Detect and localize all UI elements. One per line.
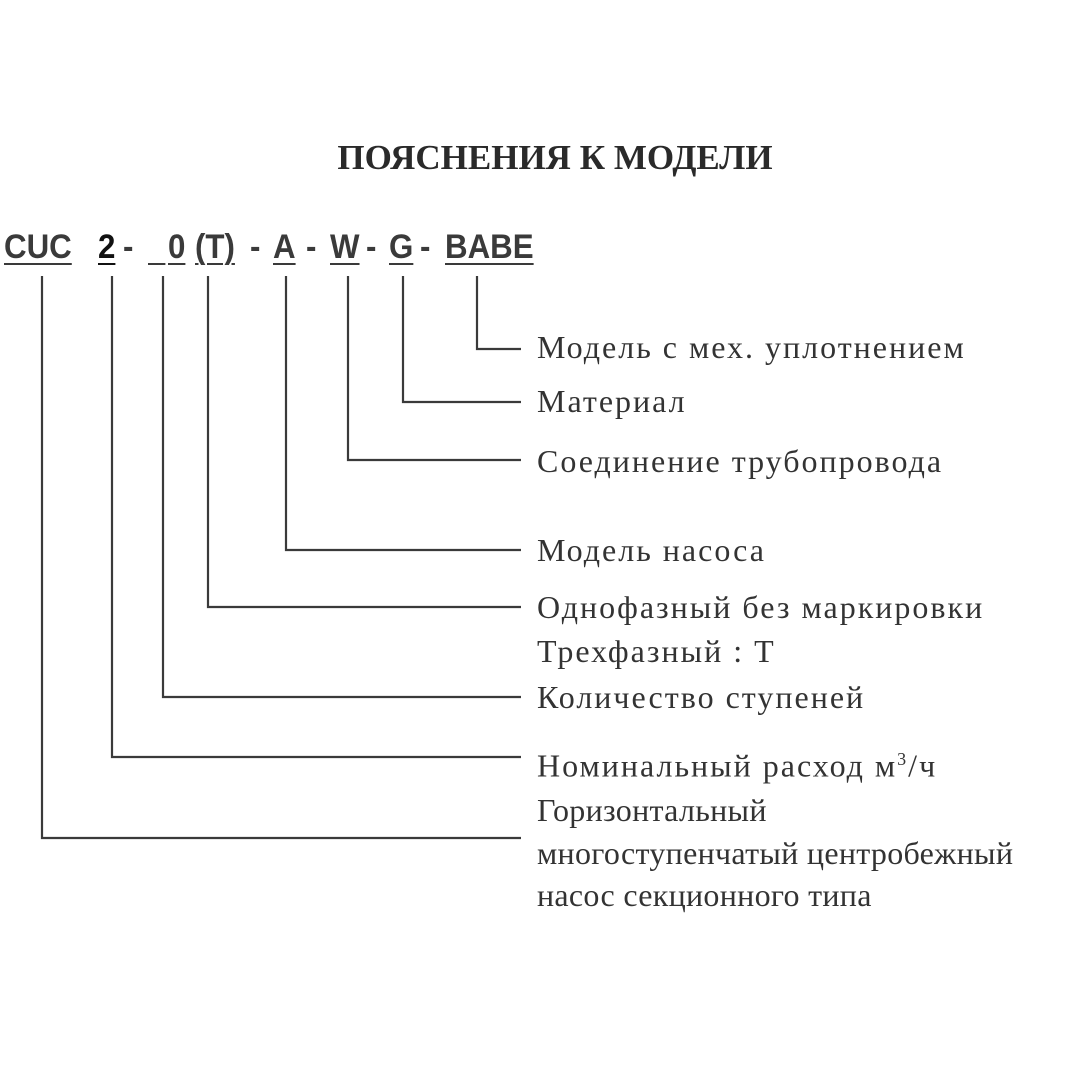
leader-line-material [401, 276, 521, 404]
code-separator: - [420, 228, 431, 266]
page-title: ПОЯСНЕНИЯ К МОДЕЛИ [337, 138, 773, 177]
label-stages: Количество ступеней [537, 679, 866, 715]
leader-line-pump-model [284, 276, 521, 552]
leader-line-seal [475, 276, 521, 351]
code-seal: BABE [445, 228, 534, 266]
code-series: CUC [4, 228, 72, 266]
label-phase-three: Трехфазный : Т [537, 633, 776, 669]
label-connection: Соединение трубопровода [537, 443, 944, 479]
label-flow: Номинальный расход м3/ч [537, 738, 937, 787]
label-series-line2: многоступенчатый центробежный [537, 835, 1014, 871]
code-separator: - [250, 228, 261, 266]
code-phase: (T) [195, 228, 235, 266]
label-flow-unit: /ч [908, 747, 938, 784]
label-material: Материал [537, 383, 687, 419]
label-series-line3: насос секционного типа [537, 877, 872, 913]
label-seal: Модель с мех. уплотнением [537, 329, 966, 365]
code-material: G [389, 228, 414, 266]
code-separator: - [123, 228, 134, 266]
code-pump-model: A [273, 228, 296, 266]
leader-line-phase [206, 276, 521, 609]
label-pump-model: Модель насоса [537, 532, 766, 568]
code-stages: 0 [168, 228, 186, 266]
code-separator: - [366, 228, 377, 266]
leader-line-series [40, 276, 521, 840]
leader-line-connection [346, 276, 521, 462]
code-flow: 2 [98, 228, 116, 266]
leader-line-stages [161, 276, 521, 699]
label-series-line1: Горизонтальный [537, 792, 767, 828]
leader-line-flow [110, 276, 521, 759]
code-connection: W [330, 228, 360, 266]
code-separator: - [306, 228, 317, 266]
label-flow-superscript: 3 [897, 749, 909, 769]
label-phase-single: Однофазный без маркировки [537, 589, 985, 625]
label-flow-text: Номинальный расход м [537, 747, 898, 784]
